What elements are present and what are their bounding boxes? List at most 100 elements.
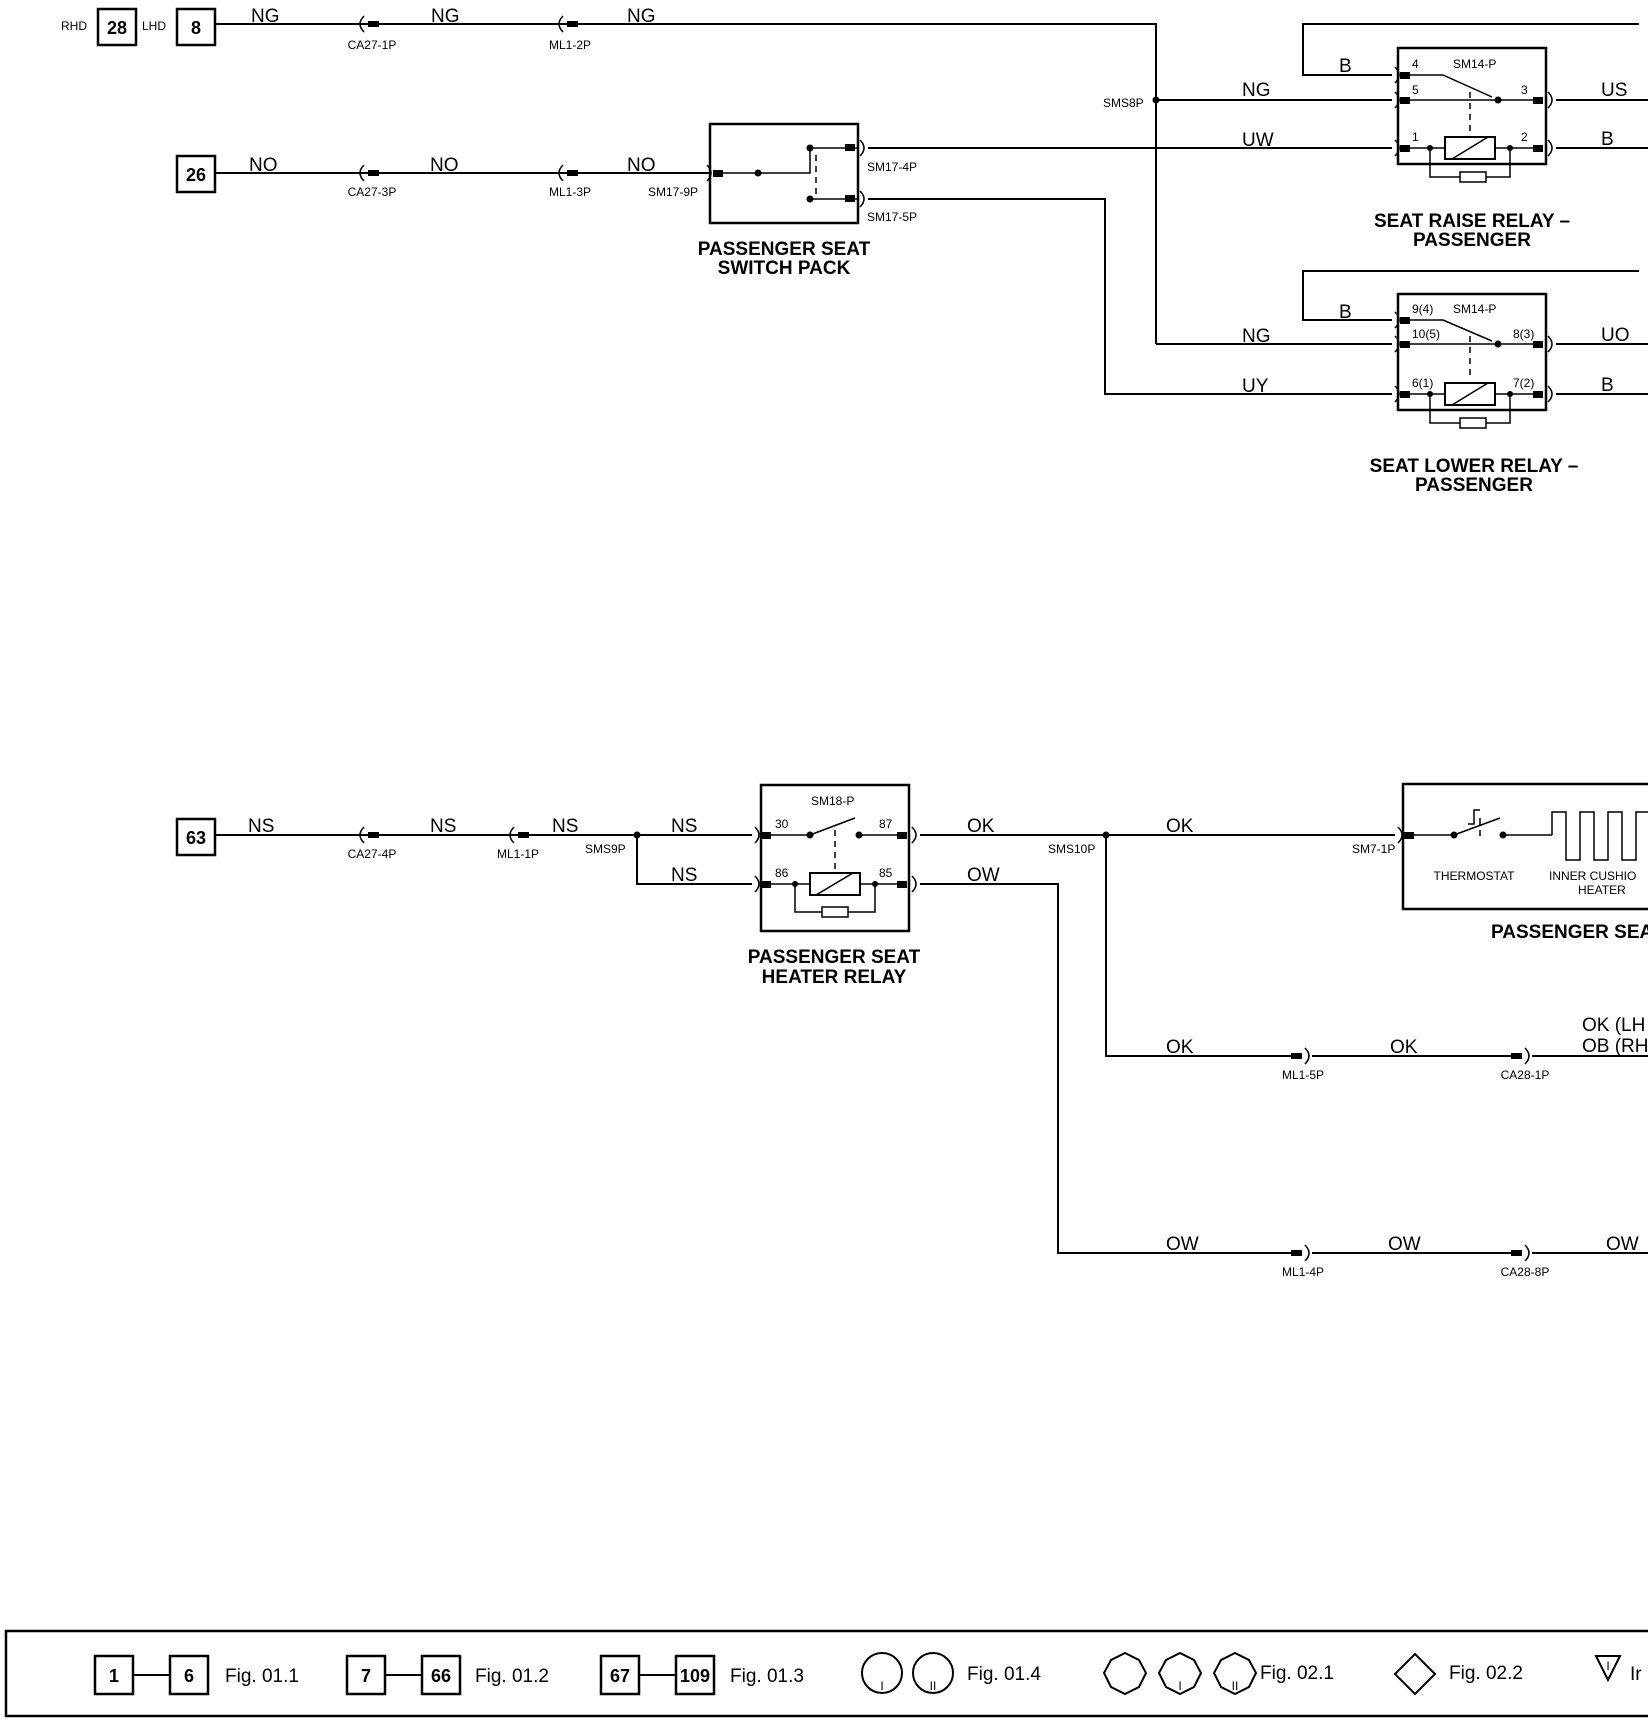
wire-label: NG (1242, 80, 1271, 101)
legend-fig: Fig. 02.1 (1260, 1663, 1334, 1684)
legend-fig: Fig. 01.4 (967, 1664, 1041, 1685)
pin-label: SM17-9P (648, 185, 698, 199)
connector-label: CA27-4P (348, 847, 397, 861)
wire-label: UO (1601, 325, 1630, 346)
wire-label: OK (1390, 1037, 1418, 1058)
relay-connector-label: SM14-P (1453, 302, 1496, 316)
ref-box-28 (96, 7, 138, 47)
ref-63: 63 (186, 828, 206, 848)
legend-fig: Fig. 02.2 (1449, 1663, 1523, 1684)
wire-b-lower (1302, 270, 1639, 321)
wire-label: OW (967, 865, 1000, 886)
wire-label: OK (1166, 1037, 1194, 1058)
switch-pack-title: PASSENGER SEAT (698, 239, 871, 260)
pin-label: 87 (879, 817, 893, 831)
wire-label: OK (967, 816, 995, 837)
passenger-seat-heater-relay: 30 87 86 85 SM18-P PASSENGER SEAT HEATER… (748, 783, 921, 988)
wires-ok-ow: OK OK OW SMS10P OK OK OK (LH OB (RH OW O… (920, 816, 1648, 1279)
splice-sms8p (1152, 96, 1160, 104)
lower-relay-title: SEAT LOWER RELAY – (1370, 456, 1579, 477)
wire-label: UW (1242, 130, 1274, 151)
legend-box-label: 7 (361, 1666, 371, 1686)
pin-label: SM17-5P (867, 210, 917, 224)
pin-label: 2 (1521, 130, 1528, 144)
legend-triangle-label: I (1606, 1659, 1609, 1673)
raise-relay-title: PASSENGER (1413, 230, 1531, 251)
wire-label: NS (248, 816, 274, 837)
pin-label: 86 (775, 866, 789, 880)
connector-label: ML1-4P (1282, 1265, 1324, 1279)
switch-internal (720, 147, 858, 174)
connector-ml1-2p (558, 15, 578, 33)
wire-label: B (1339, 56, 1352, 77)
legend-frame (4, 1629, 1648, 1718)
wire-label: NS (552, 816, 578, 837)
heater-label: INNER CUSHIO (1549, 869, 1636, 883)
connector-ml1-4p (1291, 1244, 1310, 1262)
connector-label: ML1-5P (1282, 1068, 1324, 1082)
wire-label: NO (249, 155, 278, 176)
pin-label: 85 (879, 866, 893, 880)
wire-ng-main (215, 23, 1392, 101)
relay-connector-label: SM14-P (1453, 57, 1496, 71)
lower-relay-title: PASSENGER (1415, 475, 1533, 496)
pin-label: SM7-1P (1352, 842, 1395, 856)
legend-box-label: 66 (431, 1666, 451, 1686)
wire-label: NS (671, 816, 697, 837)
lhd-label: LHD (142, 19, 166, 33)
heater-relay-title: PASSENGER SEAT (748, 947, 921, 968)
lower-relay-body (1396, 292, 1548, 412)
legend-fig: Fig. 01.2 (475, 1666, 549, 1687)
legend-box-label: 6 (184, 1666, 194, 1686)
wire-label: NG (627, 6, 656, 27)
splice-label: SMS8P (1103, 96, 1144, 110)
connector-label: CA28-8P (1501, 1265, 1550, 1279)
raise-relay-title: SEAT RAISE RELAY – (1374, 211, 1570, 232)
pin-label: 9(4) (1412, 302, 1433, 316)
connector-label: CA28-1P (1501, 1068, 1550, 1082)
wire-label: NS (430, 816, 456, 837)
connector-ca27-1p (359, 15, 379, 33)
legend-octagon-label: II (1232, 1679, 1239, 1693)
legend-entry: 7 66 Fig. 01.2 (345, 1654, 549, 1696)
connector-label: ML1-1P (497, 847, 539, 861)
connector-ca27-4p (359, 826, 379, 844)
pin-label: 5 (1412, 83, 1419, 97)
pin-label: 30 (775, 817, 789, 831)
passenger-seat-switch-pack: SM17-4P SM17-5P PASSENGER SEAT SWITCH PA… (698, 122, 917, 279)
wire-label: NS (671, 865, 697, 886)
seat-raise-relay: B 4 5 3 1 2 SM14-P US B SEAT RAISE RELAY… (1302, 23, 1648, 251)
feed-no: 26 NO NO NO CA27-3P ML1-3P SM17-9P (175, 154, 710, 199)
connector-label: CA27-3P (348, 185, 397, 199)
wire-label: NG (1242, 326, 1271, 347)
wire-b-raise (1302, 23, 1639, 76)
wire-label: NO (430, 155, 459, 176)
ref-28: 28 (107, 18, 127, 38)
legend-entry: I Ir (1594, 1655, 1642, 1685)
connector-label: ML1-3P (549, 185, 591, 199)
feed-ns: 63 NS NS NS NS NS CA27-4P ML1-1P SMS9P (175, 816, 752, 886)
legend-box-label: 67 (610, 1666, 630, 1686)
wire-label: B (1601, 129, 1614, 150)
pin-label: 4 (1412, 57, 1419, 71)
wire-label: OK (LH (1582, 1015, 1645, 1036)
connector-ml1-3p (558, 164, 578, 182)
wire-label: NG (431, 6, 460, 27)
connector-ca28-1p (1511, 1047, 1530, 1065)
wire-label: B (1339, 302, 1352, 323)
wires-switch-to-relays: UW UY NG NG (868, 80, 1392, 397)
wire-label: OW (1606, 1234, 1639, 1255)
splice-sms9p (633, 831, 641, 839)
heater-relay-title: HEATER RELAY (762, 967, 907, 988)
figure-legend: 1 6 Fig. 01.1 7 66 Fig. 01.2 67 109 Fig.… (4, 1629, 1648, 1718)
legend-entry: Fig. 02.2 (1393, 1652, 1523, 1696)
heater-element (1551, 811, 1648, 861)
wire-label: UY (1242, 376, 1269, 397)
wire-label: NG (251, 6, 280, 27)
legend-octagon-label: I (1178, 1679, 1181, 1693)
seat-lower-relay: B 9(4) 10(5) 8(3) 6(1) 7(2) SM14-P UO B … (1302, 270, 1648, 496)
legend-entry: 67 109 Fig. 01.3 (599, 1654, 804, 1696)
wire-label: US (1601, 80, 1627, 101)
legend-circle-label: I (880, 1679, 883, 1693)
wire-label: OW (1388, 1234, 1421, 1255)
